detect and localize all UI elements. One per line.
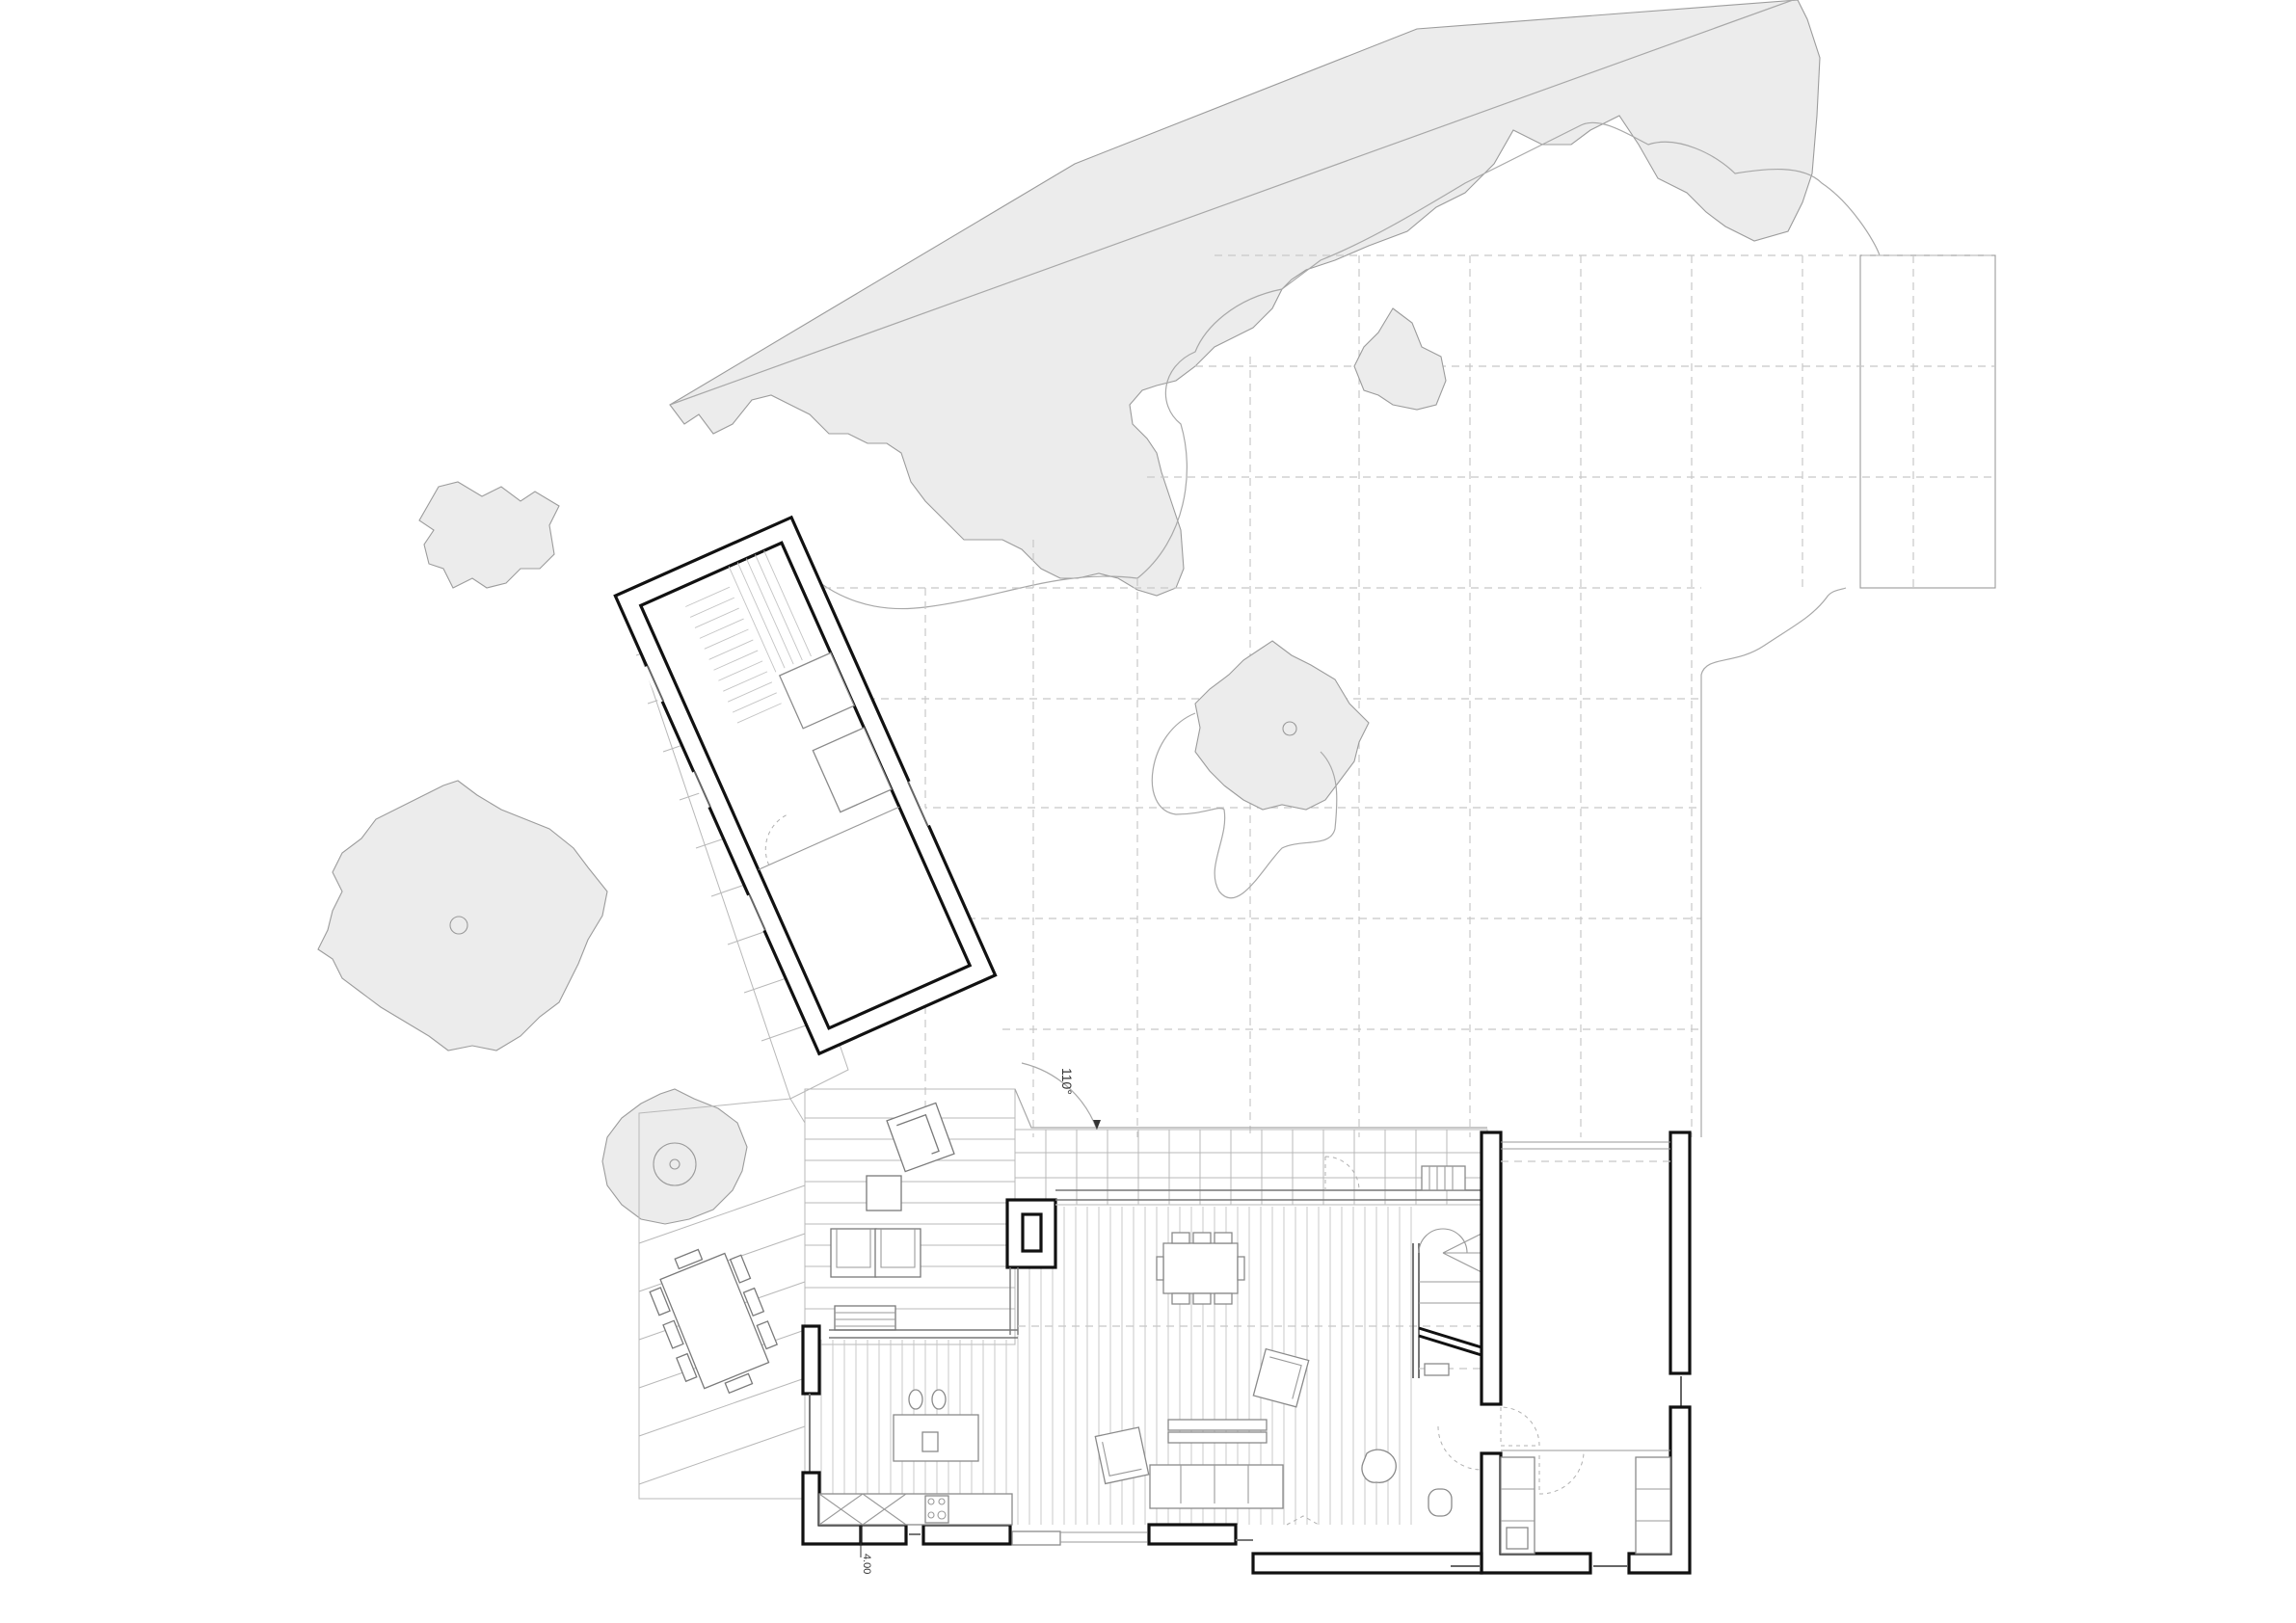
lawn-edge-curve	[770, 121, 1881, 609]
wall-south-4	[1251, 1552, 1483, 1575]
trees	[317, 307, 1447, 1225]
living-armchair	[1094, 1426, 1150, 1485]
bar-stool	[931, 1389, 947, 1410]
armchair	[830, 1228, 877, 1278]
lounge-chair	[886, 1102, 955, 1173]
island-sink	[921, 1431, 939, 1452]
annex-building	[613, 515, 998, 1056]
tree-large-west	[317, 780, 608, 1051]
plant	[1361, 1449, 1397, 1483]
entry-steps	[1421, 1165, 1466, 1191]
courtyard-terrace	[804, 1088, 1488, 1345]
coffee-table	[1167, 1431, 1268, 1444]
dimension-label: 4.00	[861, 1554, 872, 1574]
site-boundary-north	[669, 0, 1794, 406]
wall-south-2	[921, 1523, 1012, 1546]
lawn-edge-east-curve	[1700, 587, 1847, 1137]
planting-bed	[1151, 712, 1338, 899]
wall-south-3	[1147, 1523, 1238, 1546]
arrowhead-icon	[1093, 1120, 1101, 1130]
tree-small-west	[418, 481, 560, 589]
tree-trunk	[669, 1158, 681, 1170]
dimension-annotation: 4.00	[860, 1525, 872, 1574]
angle-annotation: 110°	[1021, 1062, 1101, 1131]
hall-sink	[1424, 1363, 1450, 1376]
stove-inner	[1021, 1212, 1043, 1253]
storage-shelving	[1635, 1456, 1671, 1555]
wall-east-wing-sw	[1480, 1451, 1592, 1575]
coffee-table	[1167, 1419, 1268, 1431]
annex-stair	[685, 550, 812, 724]
wall-east-wing-east	[1669, 1131, 1692, 1375]
tree-lawn-large	[1194, 640, 1370, 811]
angle-label: 110°	[1059, 1068, 1075, 1095]
outdoor-dining-table	[649, 1248, 779, 1395]
woodland-canopy	[669, 0, 1821, 597]
annex-wc	[778, 652, 856, 730]
wc	[1428, 1488, 1453, 1517]
tree-lawn-small	[1353, 307, 1447, 411]
wall-south-1	[859, 1523, 908, 1546]
sofa	[1149, 1464, 1284, 1509]
annex-shower	[812, 727, 893, 813]
living-armchair	[1252, 1347, 1310, 1408]
spiral-stair	[1418, 1228, 1482, 1370]
radiator-grille	[1011, 1530, 1061, 1546]
tree-trunk	[1282, 721, 1297, 736]
armchair	[874, 1228, 921, 1278]
east-wing	[1251, 1131, 1692, 1575]
woodland-strip	[669, 0, 1881, 609]
bar-stool	[908, 1389, 923, 1410]
dining-table	[1156, 1232, 1245, 1305]
main-house	[801, 1156, 1489, 1546]
tree-grate	[653, 1142, 697, 1186]
utility-sink	[1506, 1527, 1529, 1550]
tree-trunk	[449, 916, 468, 935]
lawn-grid	[810, 254, 1996, 1137]
wall-east-wing-west	[1480, 1131, 1503, 1406]
kitchen-counter	[818, 1493, 1013, 1526]
annex-inner-wall	[638, 541, 973, 1030]
lawn-edge-east	[1859, 254, 1996, 589]
wall-west-upper	[801, 1324, 821, 1396]
side-table	[866, 1175, 902, 1211]
dining-terrace	[638, 1098, 806, 1500]
